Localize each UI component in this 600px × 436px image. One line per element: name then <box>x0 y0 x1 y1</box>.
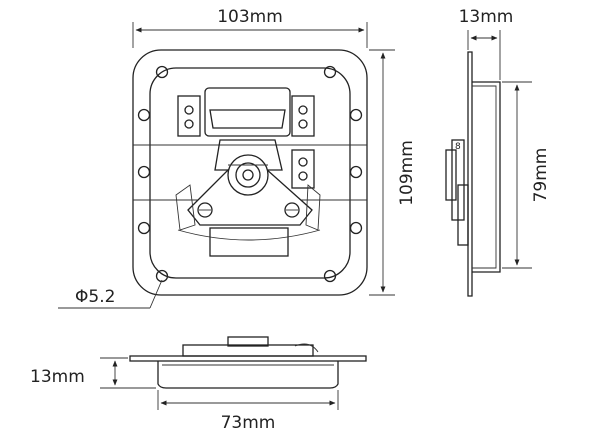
front-view: 103mm 109mm Φ5.2 <box>58 7 417 309</box>
width-dimension-label: 103mm <box>217 7 283 27</box>
side-height-label: 79mm <box>531 148 551 203</box>
hole-phi <box>155 269 169 283</box>
hole-diameter-label: Φ5.2 <box>75 287 115 307</box>
bottom-depth-label: 13mm <box>30 367 85 387</box>
bottom-view: 13mm 73mm <box>30 336 367 433</box>
side-depth-label: 13mm <box>459 7 514 27</box>
side-view: 8 13mm 79mm <box>445 7 551 297</box>
front-outer-plate <box>132 49 368 296</box>
latch-dial <box>227 154 269 196</box>
bottom-width-label: 73mm <box>221 413 276 433</box>
mounting-holes <box>137 65 363 283</box>
side-rivet-glyph: 8 <box>455 142 461 152</box>
height-dimension-label: 109mm <box>397 140 417 206</box>
